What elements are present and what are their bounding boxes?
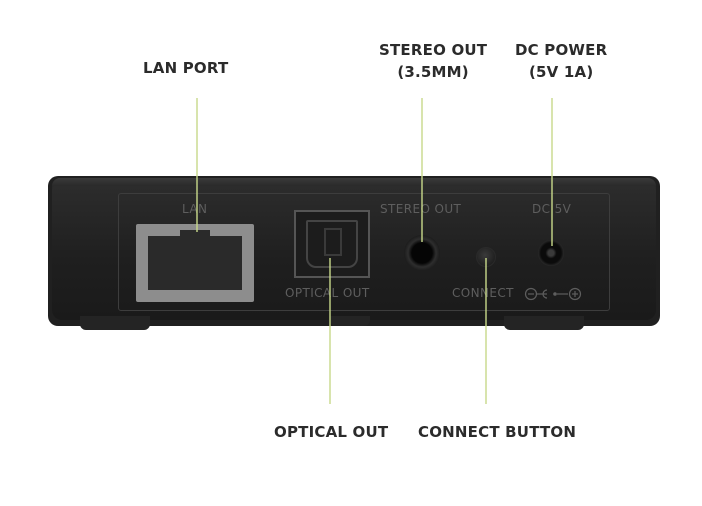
device-label-dc-5v: DC 5V: [532, 202, 572, 216]
stereo-jack-icon[interactable]: [404, 235, 440, 271]
device-top-edge: [52, 178, 656, 188]
callout-stereo-out-line1: STEREO OUT: [379, 41, 488, 59]
callout-lan-port-text: LAN PORT: [143, 59, 229, 77]
callout-optical-out: OPTICAL OUT: [274, 421, 388, 443]
device-label-optical-out: OPTICAL OUT: [285, 286, 370, 300]
lan-port-clip: [180, 230, 210, 238]
optical-port-shutter: [306, 220, 358, 268]
device-foot-center: [330, 316, 370, 326]
port-panel: [118, 193, 610, 311]
connect-button[interactable]: [476, 247, 496, 267]
callout-lan-port: LAN PORT: [143, 57, 228, 79]
callout-stereo-out: STEREO OUT (3.5MM): [379, 39, 487, 83]
device-label-connect: CONNECT: [452, 286, 514, 300]
callout-connect-button: CONNECT BUTTON: [418, 421, 576, 443]
toslink-port-icon[interactable]: [294, 210, 370, 278]
dc-polarity-icon: [524, 287, 582, 301]
optical-port-notch: [324, 228, 342, 256]
callout-dc-power-line1: DC POWER: [515, 41, 608, 59]
callout-dc-power: DC POWER (5V 1A): [515, 39, 607, 83]
dc-jack-icon[interactable]: [538, 240, 564, 266]
callout-optical-out-text: OPTICAL OUT: [274, 423, 389, 441]
device-foot-left: [80, 316, 150, 330]
device-label-stereo-out: STEREO OUT: [380, 202, 462, 216]
device-foot-right: [504, 316, 584, 330]
ethernet-port-icon[interactable]: [136, 224, 254, 302]
callout-stereo-out-line2: (3.5MM): [397, 63, 469, 81]
lan-port-socket: [148, 230, 242, 290]
callout-connect-button-text: CONNECT BUTTON: [418, 423, 577, 441]
device-label-lan: LAN: [182, 202, 208, 216]
callout-dc-power-line2: (5V 1A): [528, 63, 594, 81]
